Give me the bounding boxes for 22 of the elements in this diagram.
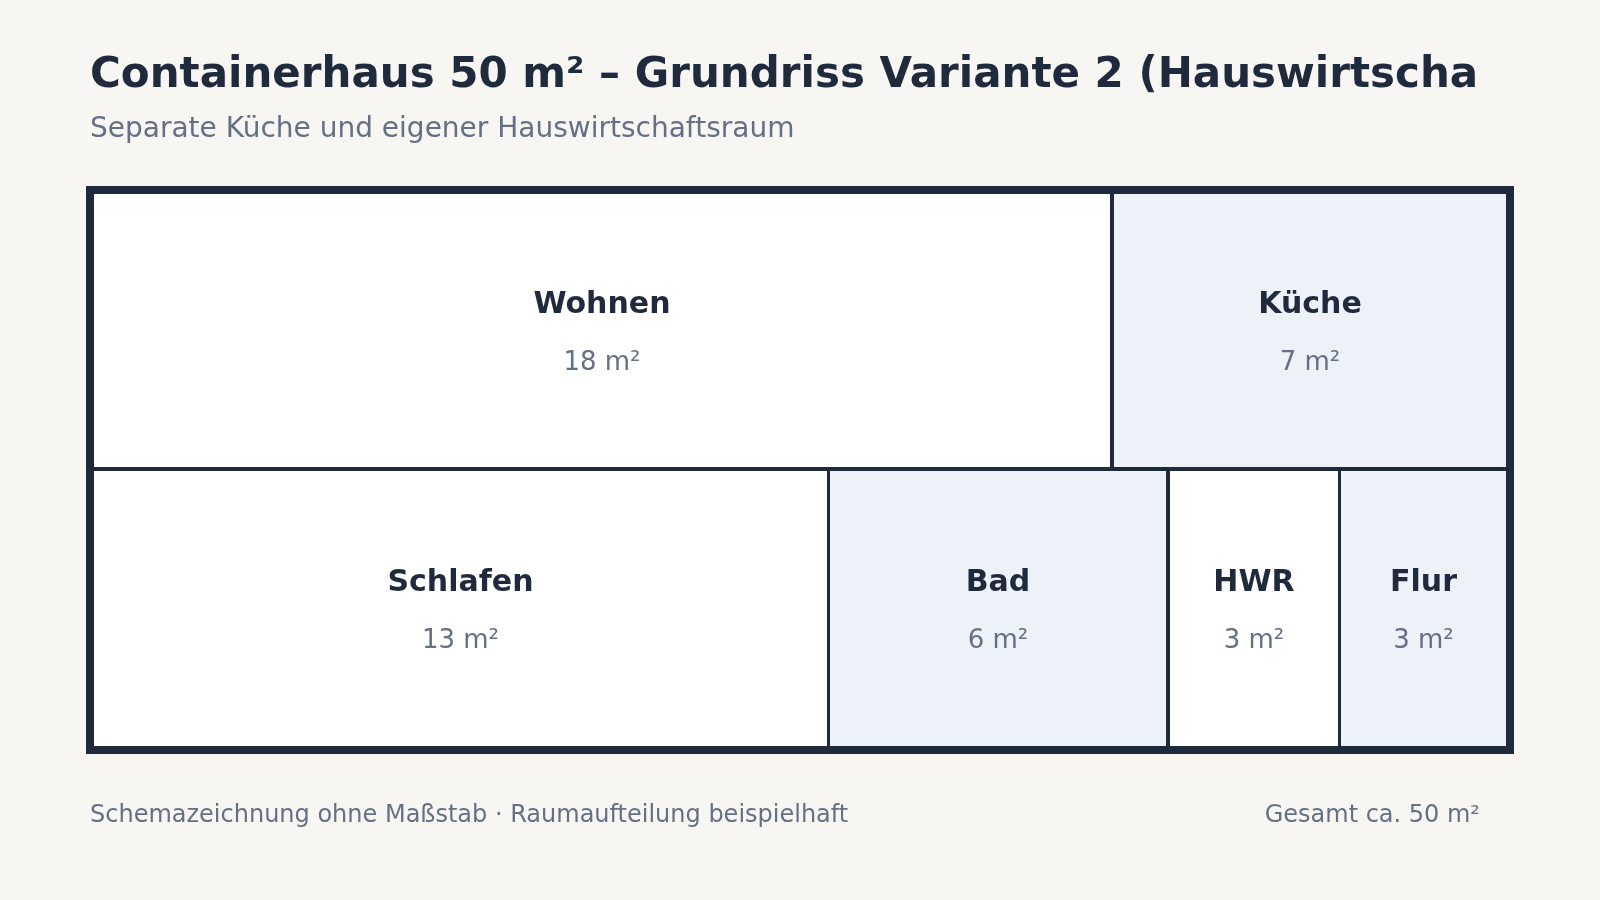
room-area: 3 m² [1223, 624, 1285, 654]
total-area-note: Gesamt ca. 50 m² [1264, 800, 1480, 828]
room [1341, 471, 1506, 746]
subtitle: Separate Küche und eigener Hauswirtschaftsraum [90, 111, 795, 144]
room-area: 7 m² [1279, 346, 1341, 376]
room-area: 13 m² [421, 624, 500, 654]
room-area: 18 m² [563, 346, 641, 376]
room-name: Schlafen [387, 563, 534, 598]
room [94, 471, 827, 746]
room-area: 3 m² [1393, 624, 1454, 654]
room-name: Flur [1390, 563, 1457, 598]
room-name: Wohnen [533, 285, 671, 320]
room-name: Küche [1258, 285, 1362, 320]
footer-note: Schemazeichnung ohne Maßstab · Raumaufteilung beispielhaft [90, 800, 849, 828]
title: Containerhaus 50 m² – Grundriss Variante 2 (Hauswirtscha [90, 48, 1479, 97]
room-name: HWR [1213, 563, 1295, 598]
room-name: Bad [965, 563, 1031, 598]
room [830, 471, 1166, 746]
room [1170, 471, 1338, 746]
room [94, 194, 1110, 467]
room [1114, 194, 1506, 467]
room-area: 6 m² [967, 624, 1029, 654]
